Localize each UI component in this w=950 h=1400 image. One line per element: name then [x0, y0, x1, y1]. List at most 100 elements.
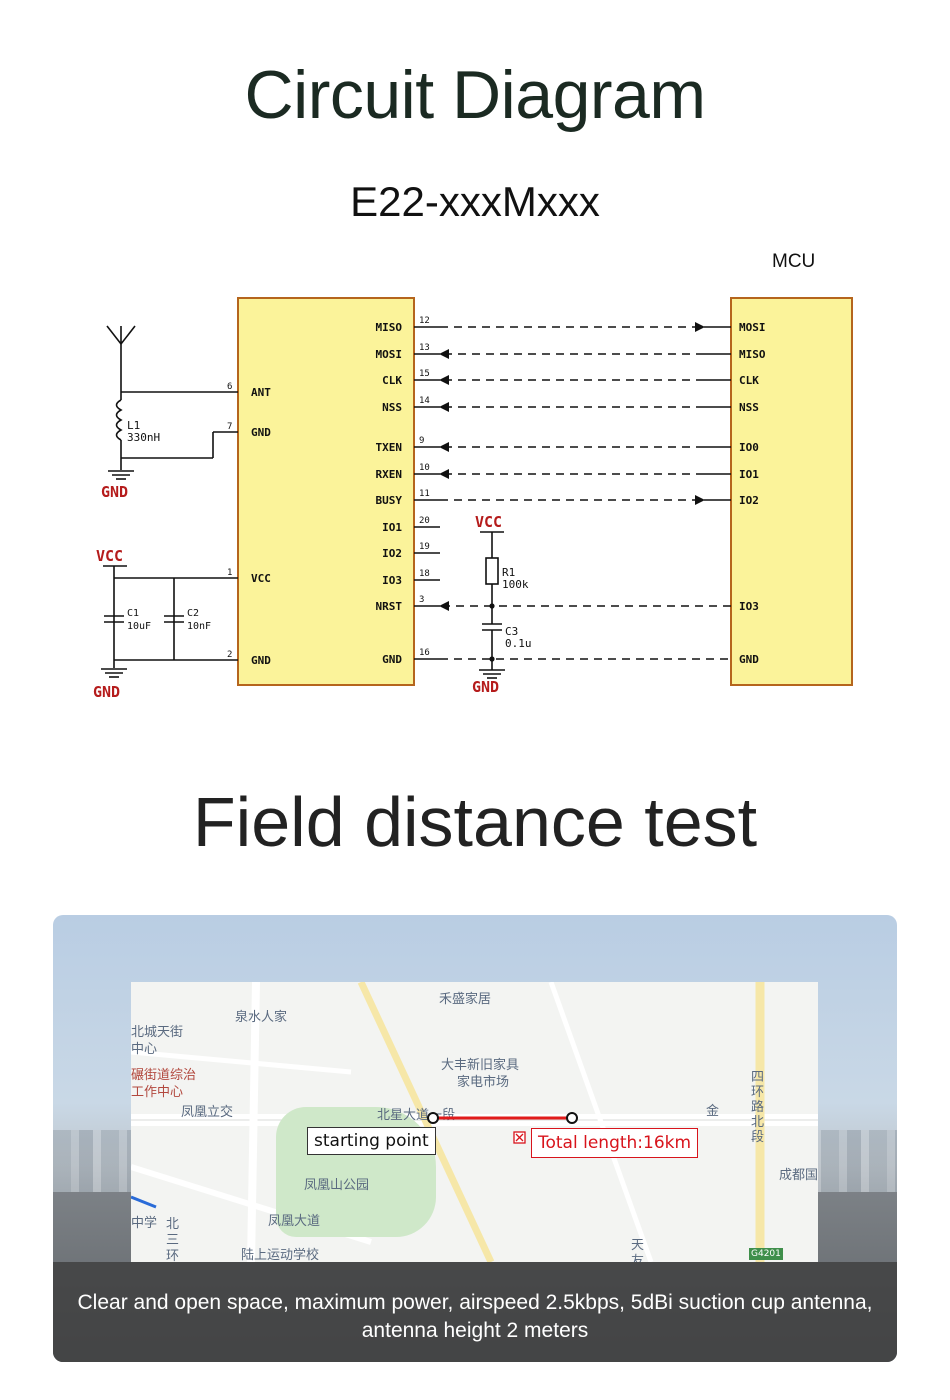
gnd-label-right: GND — [472, 678, 499, 696]
module-pin-name: VCC — [251, 572, 271, 585]
section-title-field-test: Field distance test — [192, 783, 758, 861]
l1-value: 330nH — [127, 431, 160, 444]
map-label: 北城天街 — [131, 1025, 184, 1040]
module-pin-number: 12 — [419, 316, 430, 326]
map-label: 中心 — [131, 1042, 158, 1057]
module-pin-number: 2 — [227, 650, 232, 660]
route-map: 泉水人家 禾盛家居 北城天街 中心 碾街道综治 工作中心 大丰新旧家具 家电市场… — [131, 982, 818, 1262]
module-pin-number: 9 — [419, 436, 424, 446]
gnd-symbol-left-top — [108, 470, 134, 480]
module-block — [237, 297, 415, 686]
module-pin-number: 7 — [227, 422, 232, 432]
svg-text:C1: C1 — [127, 608, 139, 619]
module-pin-name: GND — [382, 653, 402, 666]
starting-point-label: starting point — [307, 1127, 436, 1155]
module-pin-number: 13 — [419, 343, 430, 353]
vcc-label-left: VCC — [96, 547, 123, 565]
module-pin-name: BUSY — [376, 494, 403, 507]
module-pin-number: 15 — [419, 369, 430, 379]
mcu-title: MCU — [772, 251, 815, 272]
gnd-symbol-right — [479, 669, 505, 679]
svg-text:10uF: 10uF — [127, 621, 151, 632]
antenna-symbol — [106, 325, 238, 470]
route-start-marker — [427, 1112, 439, 1124]
gnd-symbol-left-bottom — [101, 668, 127, 678]
map-label: 凤凰山公园 — [304, 1178, 370, 1193]
map-label: 中学 — [131, 1216, 158, 1231]
route-end-marker — [566, 1112, 578, 1124]
c1-label: C1 10uF — [127, 608, 151, 632]
svg-text:C3: C3 — [505, 625, 518, 638]
svg-text:R1: R1 — [502, 566, 515, 579]
module-pin-number: 11 — [419, 489, 430, 499]
svg-text:C2: C2 — [187, 608, 199, 619]
module-pin-number: 1 — [227, 568, 232, 578]
module-pin-name: NRST — [376, 600, 403, 613]
gnd-label-left-bottom: GND — [93, 683, 120, 701]
map-label: 成都国 — [779, 1168, 818, 1183]
module-pin-name: IO2 — [382, 547, 402, 560]
mcu-pin-name: MISO — [739, 348, 766, 361]
map-label: 工作中心 — [131, 1085, 184, 1100]
module-pin-number: 14 — [419, 396, 430, 406]
module-pin-name: MISO — [376, 321, 403, 334]
caption-overlay — [53, 1262, 897, 1362]
mcu-block — [730, 297, 853, 686]
highway-shield: G4201 — [749, 1248, 783, 1260]
mcu-pin-name: GND — [739, 653, 759, 666]
module-pin-name: NSS — [382, 401, 402, 414]
c2-label: C2 10nF — [187, 608, 211, 632]
map-label: 禾盛家居 — [439, 992, 492, 1007]
map-label: 凤凰立交 — [181, 1105, 234, 1120]
mcu-pin-name: NSS — [739, 401, 759, 414]
module-pin-number: 16 — [419, 648, 430, 658]
module-pin-name: IO1 — [382, 521, 402, 534]
module-pin-name: GND — [251, 426, 271, 439]
svg-text:0.1u: 0.1u — [505, 637, 532, 650]
l1-ref: L1 — [127, 419, 140, 432]
map-label: 碾街道综治 — [131, 1068, 197, 1083]
junction-dot-gnd — [489, 656, 495, 662]
c3-label: C3 0.1u — [505, 625, 532, 650]
map-label: 天友 — [631, 1238, 645, 1262]
map-label: 凤凰大道 — [268, 1214, 321, 1229]
module-pin-number: 18 — [419, 569, 430, 579]
mcu-pin-name: MOSI — [739, 321, 766, 334]
module-pin-number: 10 — [419, 463, 430, 473]
gnd-label-left-top: GND — [101, 483, 128, 501]
mcu-pin-name: IO2 — [739, 494, 759, 507]
module-pin-number: 19 — [419, 542, 430, 552]
module-pin-name: TXEN — [376, 441, 403, 454]
module-pin-number: 20 — [419, 516, 430, 526]
module-pin-name: GND — [251, 654, 271, 667]
module-pin-number: 6 — [227, 382, 232, 392]
signal-wires — [439, 322, 731, 660]
svg-text:10nF: 10nF — [187, 621, 211, 632]
map-label: 陆上运动学校 — [241, 1248, 320, 1262]
mcu-pin-name: CLK — [739, 374, 759, 387]
map-label: 家电市场 — [457, 1075, 510, 1090]
page-title: Circuit Diagram — [244, 57, 706, 133]
svg-text:100k: 100k — [502, 578, 529, 591]
module-pin-name: RXEN — [376, 468, 403, 481]
vcc-label-right: VCC — [475, 513, 502, 531]
mcu-pin-name: IO3 — [739, 600, 759, 613]
map-label: 金 — [706, 1104, 720, 1119]
total-length-label: Total length:16km — [531, 1128, 699, 1158]
reset-network — [480, 531, 504, 670]
module-pin-name: ANT — [251, 386, 271, 399]
map-label: 大丰新旧家具 — [441, 1058, 520, 1073]
mcu-pin-name: IO0 — [739, 441, 759, 454]
map-label: 北三环 — [166, 1217, 180, 1262]
map-label: 泉水人家 — [235, 1010, 288, 1025]
map-label: 四环路北段 — [751, 1070, 765, 1145]
mcu-pin-name: IO1 — [739, 468, 759, 481]
route-line — [427, 1112, 578, 1144]
module-pin-name: MOSI — [376, 348, 403, 361]
r1-label: R1 100k — [502, 566, 529, 591]
model-subtitle: E22-xxxMxxx — [350, 178, 600, 225]
module-pin-name: CLK — [382, 374, 402, 387]
vcc-capacitors — [103, 565, 238, 668]
